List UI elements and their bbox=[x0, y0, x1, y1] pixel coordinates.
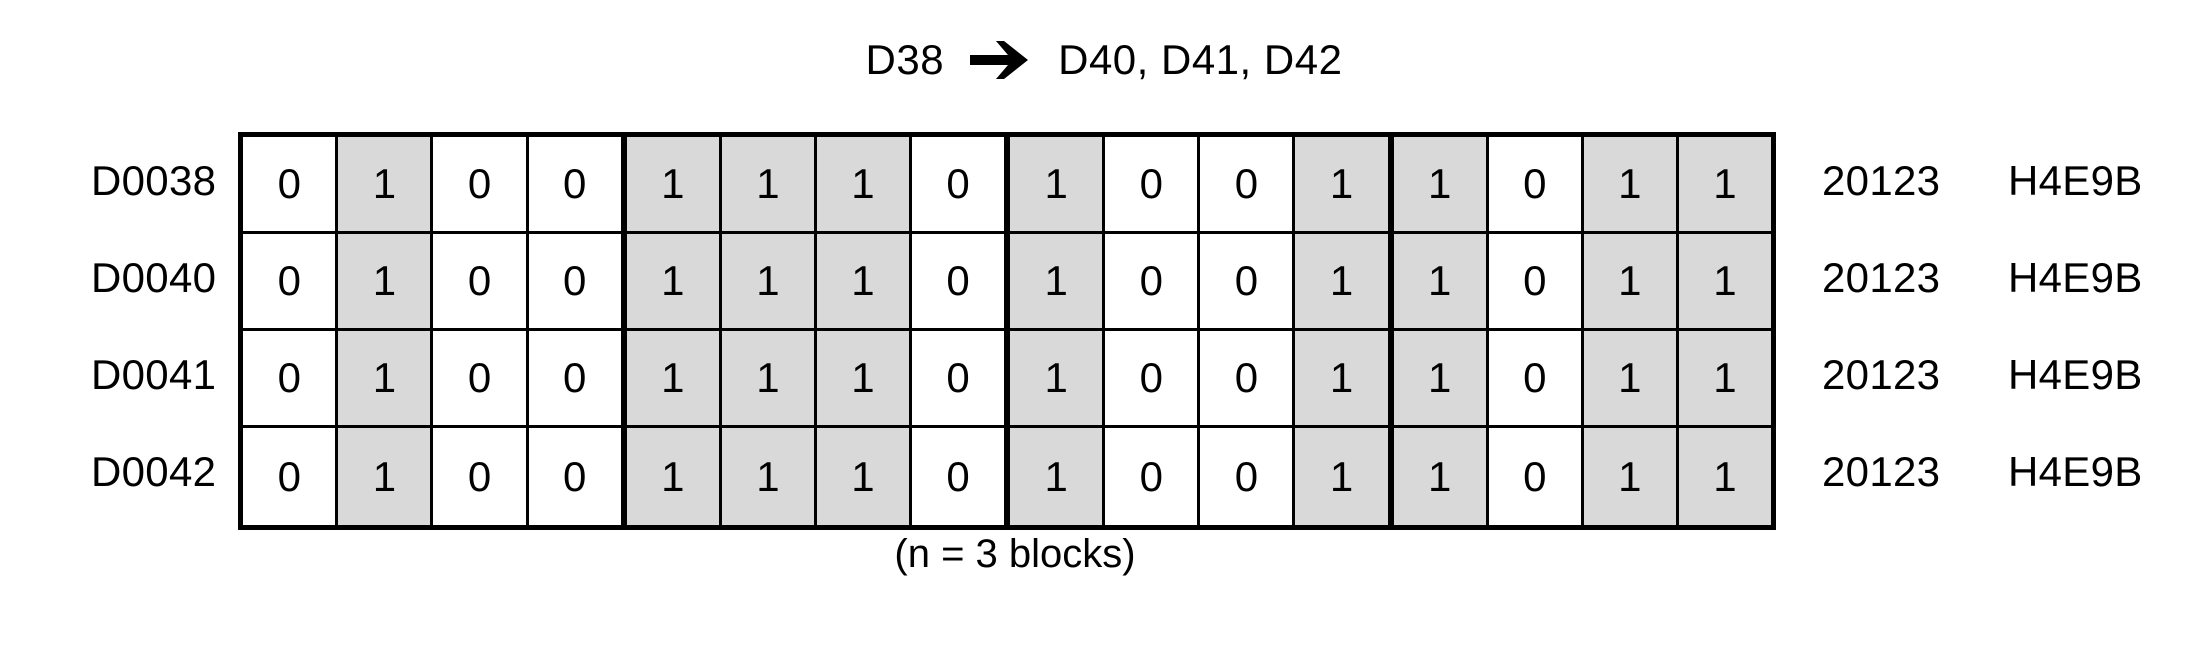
bit-cell: 0 bbox=[1488, 234, 1584, 328]
bit-cell: 1 bbox=[1010, 234, 1106, 328]
row-label: D0041 bbox=[91, 350, 217, 398]
bit-cell: 1 bbox=[1010, 331, 1106, 425]
row-code-value: H4E9B bbox=[2008, 253, 2143, 301]
bit-cell: 0 bbox=[528, 331, 627, 425]
bit-cell: 1 bbox=[816, 137, 913, 231]
bit-cell: 0 bbox=[243, 234, 339, 328]
bit-cell: 0 bbox=[1488, 331, 1584, 425]
bit-cell: 1 bbox=[626, 234, 722, 328]
bit-cell: 1 bbox=[1295, 331, 1394, 425]
bit-cell: 0 bbox=[1105, 137, 1201, 231]
bit-cell: 1 bbox=[816, 331, 913, 425]
bit-cell: 1 bbox=[1393, 234, 1489, 328]
bit-cell: 1 bbox=[1393, 331, 1489, 425]
bit-cell: 1 bbox=[721, 331, 817, 425]
bit-cell: 0 bbox=[433, 234, 529, 328]
bit-cell: 1 bbox=[338, 428, 434, 525]
bit-cell: 0 bbox=[243, 137, 339, 231]
bit-cell: 0 bbox=[243, 331, 339, 425]
title-targets-label: D40, D41, D42 bbox=[1058, 36, 1343, 83]
row-label: D0040 bbox=[91, 253, 217, 301]
row-count-value: 20123 bbox=[1822, 253, 1941, 301]
row-code-value: H4E9B bbox=[2008, 156, 2143, 204]
bit-cell: 0 bbox=[1105, 331, 1201, 425]
bit-cell: 0 bbox=[1200, 331, 1296, 425]
row-label: D0042 bbox=[91, 447, 217, 495]
bit-cell: 1 bbox=[626, 428, 722, 525]
bit-cell: 1 bbox=[1393, 137, 1489, 231]
bit-cell: 1 bbox=[721, 137, 817, 231]
bit-cell: 0 bbox=[1488, 137, 1584, 231]
bit-cell: 0 bbox=[433, 137, 529, 231]
row-code-value: H4E9B bbox=[2008, 350, 2143, 398]
bit-cell: 1 bbox=[1583, 331, 1679, 425]
bit-cell: 0 bbox=[1200, 137, 1296, 231]
bit-cell: 0 bbox=[912, 428, 1011, 525]
bit-cell: 0 bbox=[528, 137, 627, 231]
bit-cell: 0 bbox=[433, 331, 529, 425]
bit-cell: 0 bbox=[1488, 428, 1584, 525]
right-arrow-icon bbox=[970, 38, 1032, 82]
bit-cell: 0 bbox=[528, 234, 627, 328]
bit-cell: 1 bbox=[1393, 428, 1489, 525]
bit-cell: 1 bbox=[1010, 137, 1106, 231]
row-label: D0038 bbox=[91, 156, 217, 204]
bit-cell: 1 bbox=[1678, 331, 1772, 425]
bit-cell: 0 bbox=[1105, 428, 1201, 525]
value-row: 20123 H4E9B bbox=[1822, 132, 2208, 229]
bit-cell: 1 bbox=[816, 428, 913, 525]
bit-cell: 1 bbox=[338, 234, 434, 328]
bit-cell: 1 bbox=[1295, 428, 1394, 525]
title-source-label: D38 bbox=[865, 36, 945, 83]
bit-cell: 0 bbox=[912, 331, 1011, 425]
bit-cell: 0 bbox=[912, 234, 1011, 328]
bit-cell: 1 bbox=[1583, 428, 1679, 525]
bit-cell: 1 bbox=[1583, 137, 1679, 231]
bit-cell: 1 bbox=[1295, 137, 1394, 231]
value-row: 20123 H4E9B bbox=[1822, 326, 2208, 423]
bit-cell: 0 bbox=[1105, 234, 1201, 328]
row-count-value: 20123 bbox=[1822, 447, 1941, 495]
figure-caption: (n = 3 blocks) bbox=[894, 532, 1136, 576]
row-code-value: H4E9B bbox=[2008, 447, 2143, 495]
bit-cell: 0 bbox=[243, 428, 339, 525]
bit-cell: 1 bbox=[1295, 234, 1394, 328]
bit-cell: 1 bbox=[721, 234, 817, 328]
bit-cell: 0 bbox=[1200, 234, 1296, 328]
value-row: 20123 H4E9B bbox=[1822, 423, 2208, 520]
bit-cell: 1 bbox=[1678, 137, 1772, 231]
bit-cell: 1 bbox=[1678, 234, 1772, 328]
bit-cell: 1 bbox=[1678, 428, 1772, 525]
bit-cell: 1 bbox=[816, 234, 913, 328]
bit-cell: 1 bbox=[626, 137, 722, 231]
value-row: 20123 H4E9B bbox=[1822, 229, 2208, 326]
row-count-value: 20123 bbox=[1822, 350, 1941, 398]
bit-cell: 1 bbox=[338, 137, 434, 231]
bit-cell: 1 bbox=[626, 331, 722, 425]
bit-cell: 0 bbox=[912, 137, 1011, 231]
bit-cell: 1 bbox=[721, 428, 817, 525]
row-count-value: 20123 bbox=[1822, 156, 1941, 204]
bit-cell: 0 bbox=[528, 428, 627, 525]
bit-cell: 1 bbox=[1583, 234, 1679, 328]
figure-title: D38 D40, D41, D42 bbox=[0, 36, 2208, 84]
bit-cell: 1 bbox=[338, 331, 434, 425]
bit-cell: 1 bbox=[1010, 428, 1106, 525]
bit-cell: 0 bbox=[433, 428, 529, 525]
bit-cell: 0 bbox=[1200, 428, 1296, 525]
